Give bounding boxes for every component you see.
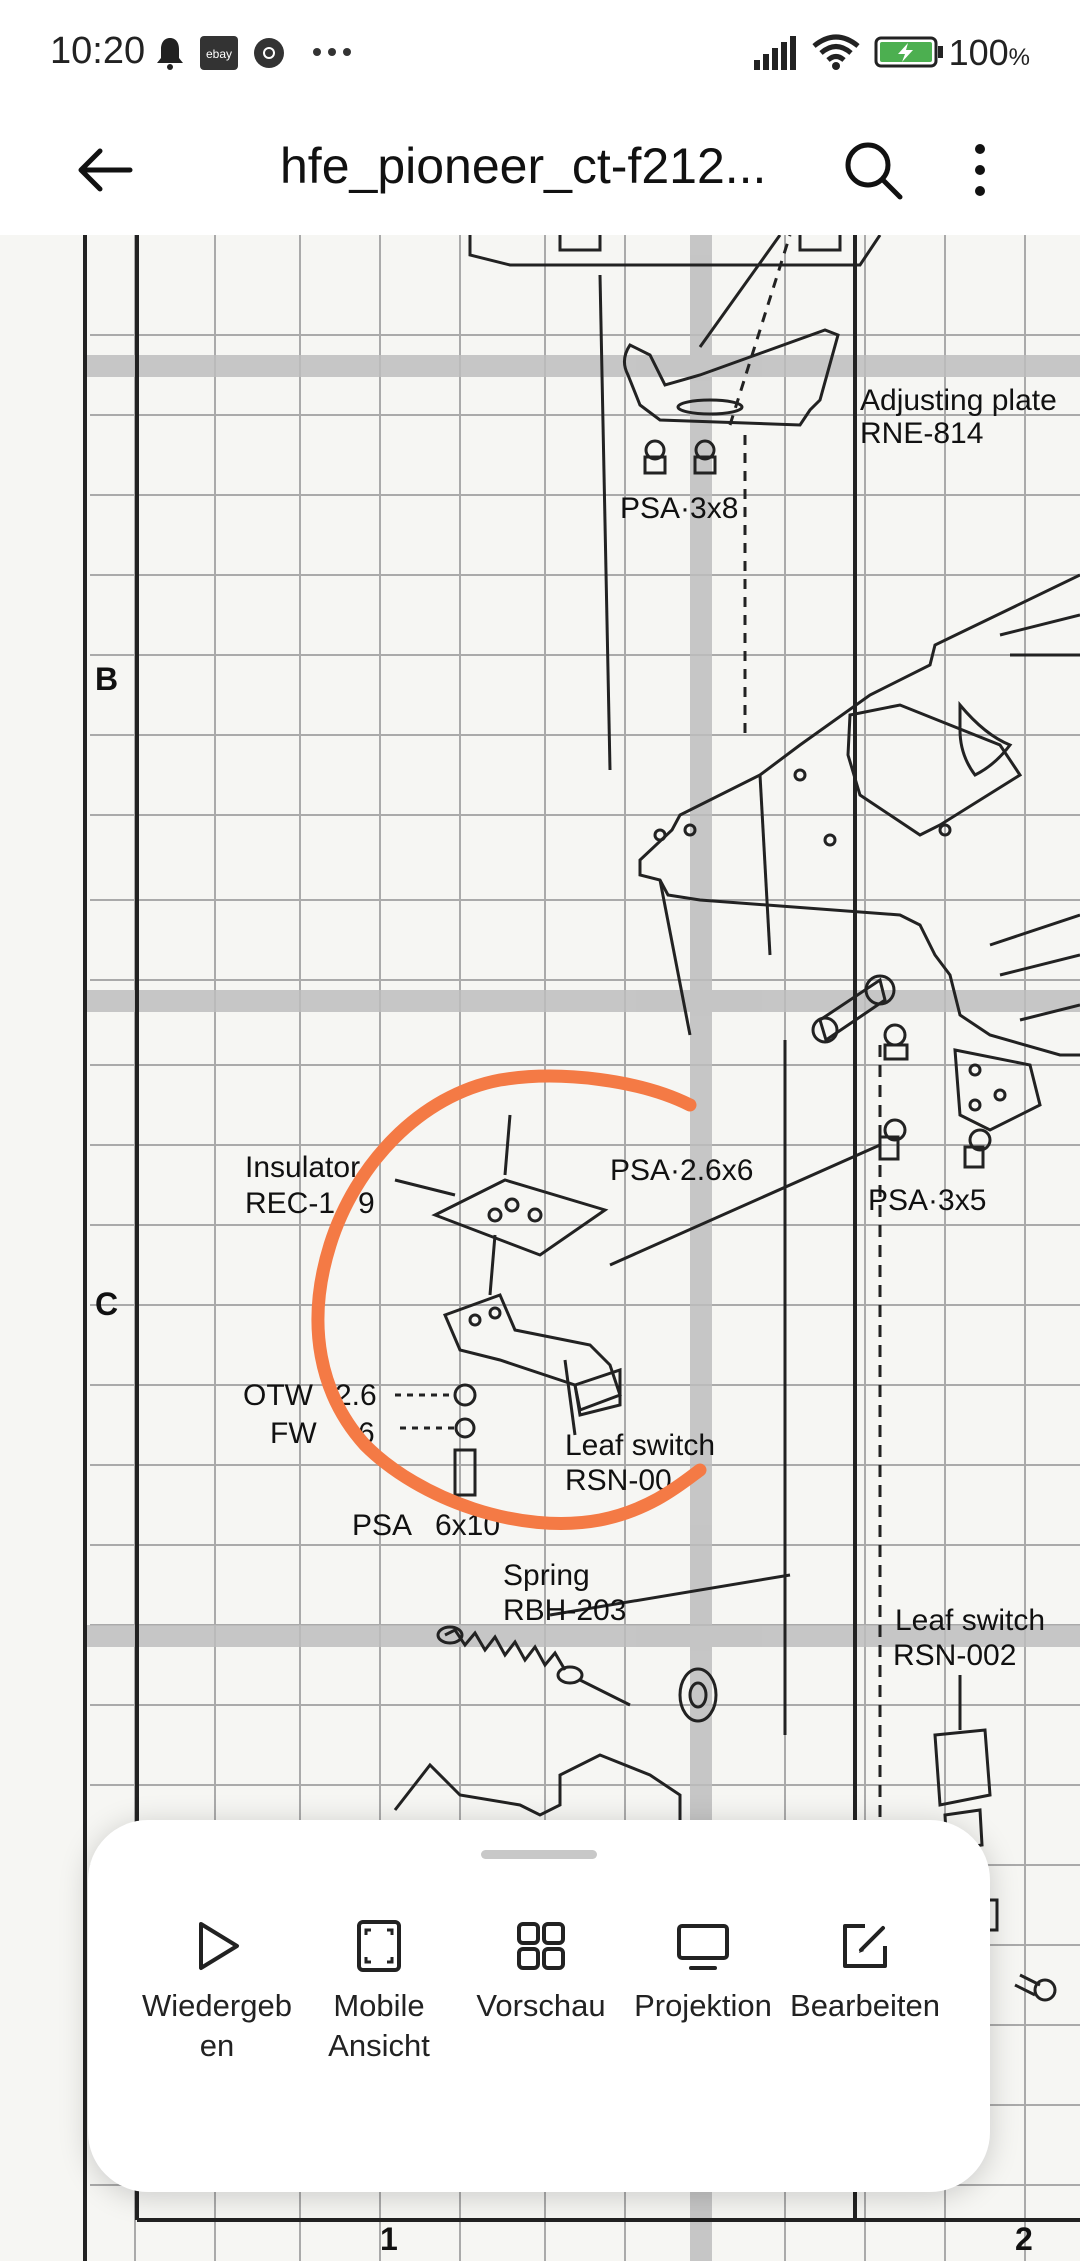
- label-fw: FW: [270, 1417, 317, 1450]
- grid-icon: [517, 1922, 565, 1970]
- projection-button[interactable]: Projektion: [622, 1918, 784, 2066]
- svg-text:ebay: ebay: [206, 47, 232, 61]
- battery-percent: 100%: [948, 32, 1030, 73]
- ebay-icon: ebay: [200, 36, 238, 70]
- sheet-drag-handle[interactable]: [481, 1850, 597, 1859]
- bell-icon: [157, 38, 183, 70]
- row-label-c: C: [95, 1286, 118, 1322]
- label-psa-2-6x10-start: PSA: [352, 1509, 412, 1542]
- label-rne-814: RNE-814: [860, 417, 983, 450]
- label-rbh-203: RBH-203: [503, 1594, 626, 1627]
- more-notifications-icon: [313, 48, 351, 56]
- label-rsn-00: RSN-00: [565, 1464, 672, 1497]
- document-title: hfe_pioneer_ct-f212...: [280, 138, 767, 194]
- label-leaf-switch-2: Leaf switch: [895, 1604, 1045, 1637]
- back-arrow-icon[interactable]: [70, 135, 140, 205]
- search-icon[interactable]: [838, 135, 908, 205]
- app-bar: hfe_pioneer_ct-f212...: [0, 105, 1080, 235]
- signal-icon: [754, 36, 796, 70]
- mobile-view-icon: [357, 1920, 401, 1972]
- label-rec-end: 9: [358, 1187, 375, 1220]
- label-psa-3x5: PSA·3x5: [868, 1184, 986, 1217]
- play-icon: [199, 1922, 239, 1970]
- preview-button[interactable]: Vorschau: [460, 1918, 622, 2066]
- row-label-b: B: [95, 661, 118, 697]
- orange-circle-annotation: [311, 1069, 707, 1530]
- label-spring: Spring: [503, 1559, 590, 1592]
- bottom-action-sheet: Wiedergeb en Mobile Ansicht Vorschau P: [88, 1820, 990, 2192]
- action-row: Wiedergeb en Mobile Ansicht Vorschau P: [88, 1918, 990, 2066]
- more-options-icon[interactable]: [955, 135, 1005, 205]
- label-psa-3x8: PSA·3x8: [620, 492, 738, 525]
- col-label-2: 2: [1015, 2221, 1033, 2257]
- label-rsn-002: RSN-002: [893, 1639, 1016, 1672]
- battery-icon: [874, 36, 943, 68]
- label-otw: OTW: [243, 1379, 314, 1412]
- wifi-icon: [812, 34, 860, 70]
- edit-icon: [843, 1924, 887, 1968]
- label-leaf-switch: Leaf switch: [565, 1429, 715, 1462]
- chrome-icon: [254, 38, 284, 68]
- play-button[interactable]: Wiedergeb en: [136, 1918, 298, 2066]
- preview-label: Vorschau: [476, 1988, 606, 2023]
- label-adjusting-plate: Adjusting plate: [860, 384, 1057, 417]
- label-rec: REC-1: [245, 1187, 335, 1220]
- status-bar: 10:20 ebay 100%: [0, 0, 1080, 105]
- projection-label: Projektion: [634, 1988, 772, 2023]
- mobile-view-button[interactable]: Mobile Ansicht: [298, 1918, 460, 2066]
- mobile-view-label: Mobile Ansicht: [328, 1988, 430, 2063]
- play-label: Wiedergeb en: [142, 1988, 292, 2063]
- label-psa-2-6x6: PSA·2.6x6: [610, 1154, 753, 1187]
- label-insulator: Insulator: [245, 1151, 360, 1184]
- col-label-1: 1: [380, 2221, 398, 2257]
- edit-label: Bearbeiten: [790, 1988, 940, 2023]
- monitor-icon: [677, 1924, 729, 1970]
- edit-button[interactable]: Bearbeiten: [784, 1918, 946, 2066]
- status-time: 10:20: [50, 30, 146, 72]
